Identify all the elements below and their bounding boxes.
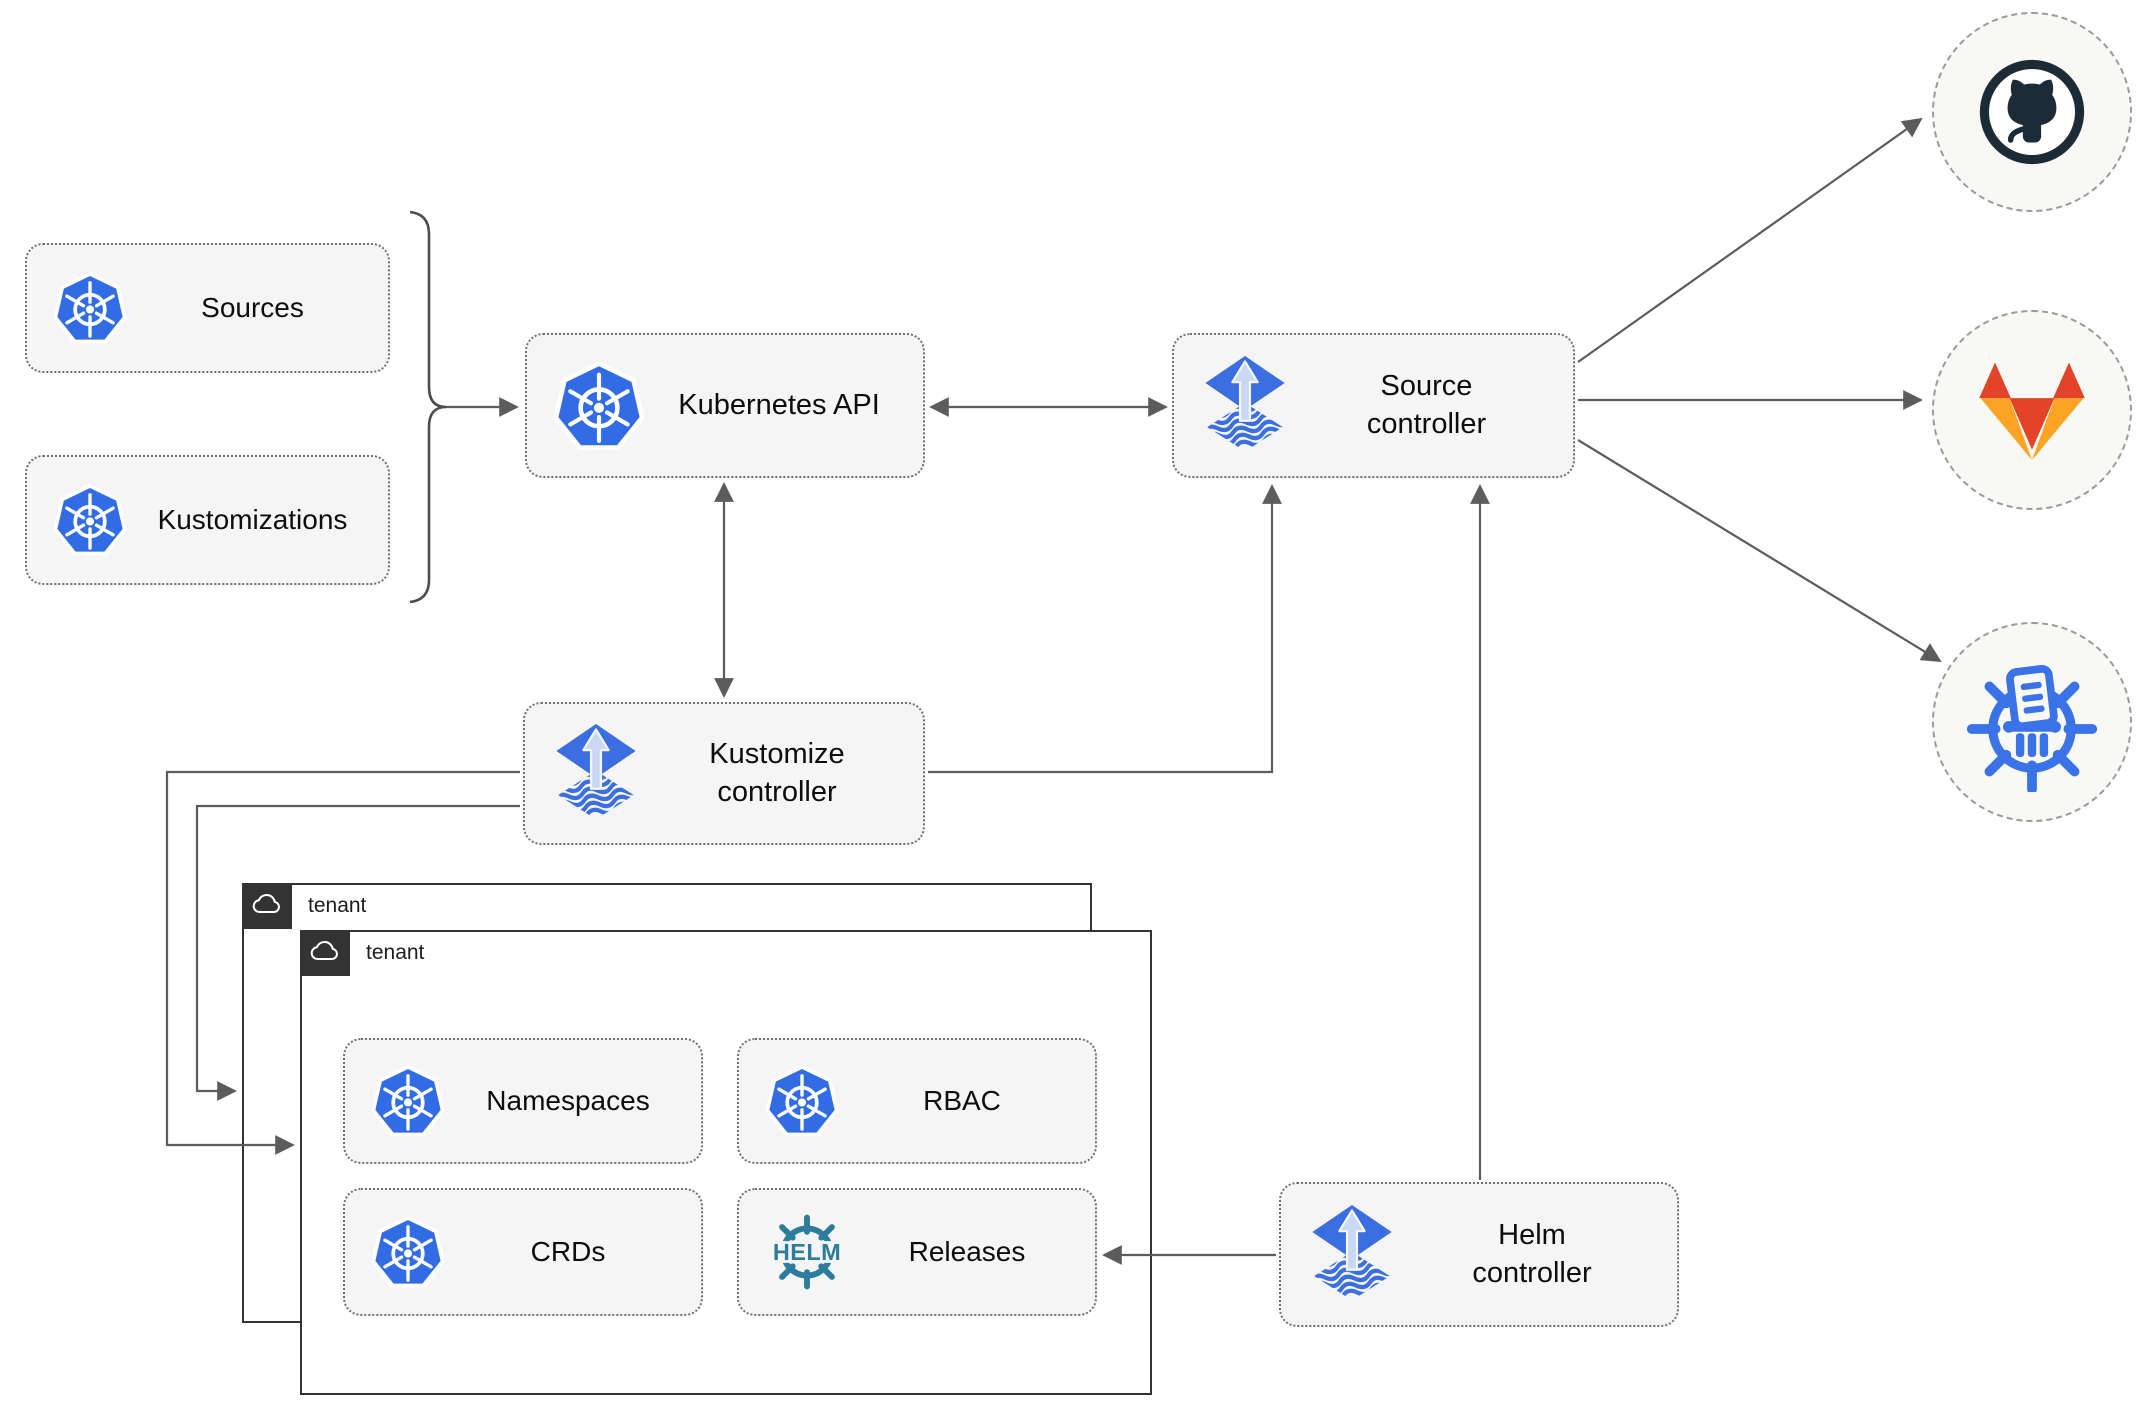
brace-sources-group	[409, 210, 447, 604]
tenant-tab-outer	[242, 883, 292, 929]
node-source-controller: Source controller	[1172, 333, 1575, 478]
helm-repository-icon	[1962, 652, 2102, 792]
kubernetes-icon	[371, 1215, 445, 1289]
gitlab-icon	[1966, 344, 2098, 476]
tenant-label-outer: tenant	[308, 894, 367, 917]
tenant-label-inner: tenant	[366, 941, 425, 964]
node-kubernetes-api: Kubernetes API	[525, 333, 925, 478]
node-crds-label: CRDs	[530, 1235, 606, 1267]
node-rbac: RBAC	[737, 1038, 1097, 1164]
cloud-icon	[251, 890, 283, 922]
node-releases: HELM Releases	[737, 1188, 1097, 1316]
node-rbac-label: RBAC	[923, 1084, 1001, 1116]
node-helm-controller-label: Helm controller	[1472, 1218, 1592, 1289]
node-namespaces-label: Namespaces	[486, 1084, 650, 1116]
external-helm-repository	[1932, 622, 2132, 822]
node-kustomize-controller-label: Kustomize controller	[709, 737, 845, 808]
helm-icon: HELM	[765, 1210, 849, 1294]
node-sources-label: Sources	[201, 291, 304, 323]
node-kustomizations: Kustomizations	[25, 455, 390, 585]
kubernetes-icon	[53, 483, 127, 557]
cloud-icon	[309, 937, 341, 969]
kubernetes-icon	[765, 1064, 839, 1138]
node-kustomizations-label: Kustomizations	[157, 503, 348, 535]
node-namespaces: Namespaces	[343, 1038, 703, 1164]
tenant-tab-inner	[300, 930, 350, 976]
node-crds: CRDs	[343, 1188, 703, 1316]
kubernetes-icon	[371, 1064, 445, 1138]
node-releases-label: Releases	[908, 1235, 1026, 1267]
connector-kustomize-controller-to-source-controller	[928, 484, 1282, 774]
flux-icon	[551, 724, 641, 823]
connector-source-controller-to-github	[1577, 117, 1923, 363]
flux-icon	[1200, 356, 1290, 455]
node-sources: Sources	[25, 243, 390, 373]
github-icon	[1971, 51, 2093, 173]
kubernetes-icon	[553, 360, 645, 452]
external-gitlab	[1932, 310, 2132, 510]
external-github	[1932, 12, 2132, 212]
node-kubernetes-api-label: Kubernetes API	[678, 388, 880, 421]
helm-icon-text: HELM	[773, 1239, 841, 1265]
kubernetes-icon	[53, 271, 127, 345]
node-source-controller-label: Source controller	[1366, 369, 1487, 440]
connector-source-controller-to-helm-repository	[1577, 439, 1942, 663]
node-kustomize-controller: Kustomize controller	[523, 702, 925, 845]
flux-icon	[1307, 1205, 1397, 1304]
node-helm-controller: Helm controller	[1279, 1182, 1679, 1327]
